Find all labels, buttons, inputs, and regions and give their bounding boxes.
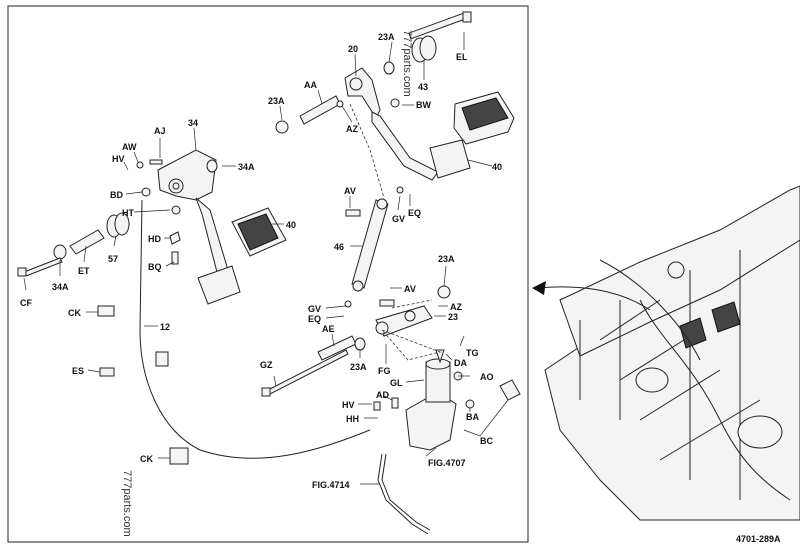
figure-reference: 4701-289A bbox=[736, 534, 781, 544]
callout-hd: HD bbox=[148, 234, 161, 244]
callout-fig4707: FIG.4707 bbox=[428, 458, 466, 468]
callout-40-left: 40 bbox=[286, 220, 296, 230]
callout-ht: HT bbox=[122, 208, 134, 218]
callout-ao: AO bbox=[480, 372, 494, 382]
callout-tg: TG bbox=[466, 348, 479, 358]
callout-hh: HH bbox=[346, 414, 359, 424]
arrow-head bbox=[532, 281, 546, 295]
upper-pedal-assembly bbox=[275, 11, 515, 181]
callout-ae: AE bbox=[322, 324, 335, 334]
callout-12: 12 bbox=[160, 322, 170, 332]
callout-ck-top: CK bbox=[68, 308, 81, 318]
callout-fig4714: FIG.4714 bbox=[312, 480, 350, 490]
master-cylinder bbox=[373, 349, 521, 535]
callout-20: 20 bbox=[348, 44, 358, 54]
assembly-guide bbox=[349, 103, 385, 199]
callout-fg: FG bbox=[378, 366, 391, 376]
callout-aw: AW bbox=[122, 142, 137, 152]
callout-23a-right: 23A bbox=[438, 254, 455, 264]
callout-bq: BQ bbox=[148, 262, 162, 272]
callout-34a-bot: 34A bbox=[52, 282, 69, 292]
callout-34: 34 bbox=[188, 118, 198, 128]
callout-eq-top: EQ bbox=[408, 208, 421, 218]
callout-34a-top: 34A bbox=[238, 162, 255, 172]
callout-bw: BW bbox=[416, 100, 431, 110]
callout-23a-low: 23A bbox=[350, 362, 367, 372]
tractor-cab-inset bbox=[544, 185, 800, 521]
callout-46: 46 bbox=[334, 242, 344, 252]
callout-aa: AA bbox=[304, 80, 317, 90]
watermark-top: 777parts.com bbox=[401, 30, 413, 97]
callout-hv-low: HV bbox=[342, 400, 355, 410]
callout-labels: 20 23A 43 EL AA 23A AZ BW 40 34 AJ AW HV… bbox=[20, 32, 509, 490]
callout-az-top: AZ bbox=[346, 124, 358, 134]
callout-av-mid: AV bbox=[404, 284, 416, 294]
callout-bd: BD bbox=[110, 190, 123, 200]
callout-eq-mid: EQ bbox=[308, 314, 321, 324]
watermark-bottom: 777parts.com bbox=[121, 470, 133, 537]
callout-ba: BA bbox=[466, 412, 479, 422]
assembly-guide bbox=[381, 329, 442, 361]
callout-gl: GL bbox=[390, 378, 403, 388]
callout-gv-mid: GV bbox=[308, 304, 321, 314]
callout-gv-top: GV bbox=[392, 214, 405, 224]
callout-40-right: 40 bbox=[492, 162, 502, 172]
diagram-frame bbox=[7, 5, 529, 543]
callout-es: ES bbox=[72, 366, 84, 376]
callout-bc: BC bbox=[480, 436, 493, 446]
callout-ad: AD bbox=[376, 390, 389, 400]
callout-el: EL bbox=[456, 52, 468, 62]
callout-23: 23 bbox=[448, 312, 458, 322]
callout-43: 43 bbox=[418, 82, 428, 92]
callout-gz: GZ bbox=[260, 360, 273, 370]
callout-az-mid: AZ bbox=[450, 302, 462, 312]
callout-23a-left: 23A bbox=[268, 96, 285, 106]
link-assembly bbox=[261, 186, 451, 397]
callout-et: ET bbox=[78, 266, 90, 276]
callout-ck-bot: CK bbox=[140, 454, 153, 464]
callout-cf: CF bbox=[20, 298, 32, 308]
left-pedal-assembly bbox=[17, 149, 287, 305]
callout-av-top: AV bbox=[344, 186, 356, 196]
callout-hv-left: HV bbox=[112, 154, 125, 164]
arrow-left-icon bbox=[537, 286, 651, 311]
assembly-guide bbox=[391, 299, 433, 309]
callout-57: 57 bbox=[108, 254, 118, 264]
callout-aj: AJ bbox=[154, 126, 166, 136]
callout-23a-top: 23A bbox=[378, 32, 395, 42]
callout-da: DA bbox=[454, 358, 467, 368]
